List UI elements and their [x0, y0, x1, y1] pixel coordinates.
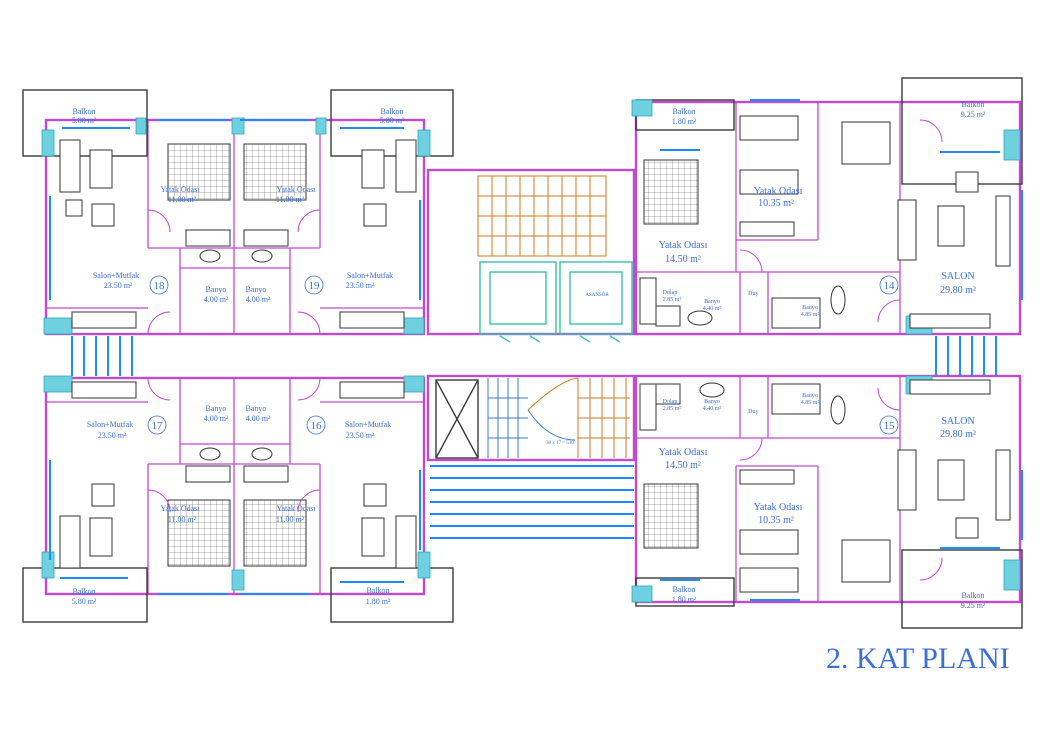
- stair-note: 30 x 17 = 510: [546, 441, 574, 446]
- columns: [41, 99, 1021, 603]
- room-name: Banyo: [206, 404, 227, 413]
- unit-number: 16: [311, 420, 323, 432]
- unit-number: 19: [309, 280, 321, 292]
- unit-14: Balkon 1.80 m² Balkon 9.25 m² Yatak Odas…: [659, 100, 986, 318]
- doors: [147, 119, 943, 581]
- room-area: 9.25 m²: [961, 110, 986, 119]
- room-name: Banyo: [704, 299, 720, 305]
- room-name: Banyo: [246, 404, 267, 413]
- room-area: 9.25 m²: [961, 601, 986, 610]
- room-area: 4.00 m²: [204, 295, 229, 304]
- room-name: Yatak Odası: [659, 447, 708, 458]
- room-area: 1.80 m²: [672, 117, 697, 126]
- room-area: 4.00 m²: [246, 414, 271, 423]
- room-area: 4.40 m²: [703, 406, 722, 412]
- unit-15: Balkon 1.80 m² Balkon 9.25 m² Yatak Odas…: [659, 393, 986, 610]
- room-name: Yatak Odası: [277, 185, 317, 194]
- plan-title: 2. KAT PLANI: [826, 642, 1010, 675]
- room-name: Yatak Odası: [277, 504, 317, 513]
- windows: [49, 99, 1023, 601]
- room-area: 29.80 m²: [940, 429, 976, 440]
- room-area: 11.00 m²: [276, 515, 305, 524]
- room-area: 4.85 m²: [801, 312, 820, 318]
- room-area: 14.50 m²: [665, 254, 701, 265]
- room-area: 10.35 m²: [758, 198, 794, 209]
- unit-19: Balkon 5.80 m² Yatak Odası 11.00 m² Salo…: [246, 107, 405, 304]
- unit-number: 18: [154, 280, 166, 292]
- room-area: 10.35 m²: [758, 515, 794, 526]
- room-area: 14.50 m²: [665, 460, 701, 471]
- room-name: Balkon: [380, 107, 403, 116]
- room-name: Balkon: [72, 107, 95, 116]
- room-area: 29.80 m²: [940, 285, 976, 296]
- unit-18: Balkon 5.80 m² Yatak Odası 11.00 m² Salo…: [72, 107, 229, 304]
- room-area: 5.80 m²: [72, 116, 97, 125]
- room-name: Balkon: [366, 586, 389, 595]
- room-area: 11.00 m²: [168, 515, 197, 524]
- room-name: Yatak Odası: [754, 186, 803, 197]
- room-name: Salon+Mutfak: [93, 271, 139, 280]
- room-area: 5.80 m²: [72, 597, 97, 606]
- room-name: Yatak Odası: [161, 504, 201, 513]
- room-area: 2.85 m²: [663, 297, 682, 303]
- room-name: Balkon: [961, 100, 984, 109]
- room-name: Duş: [748, 291, 758, 297]
- room-area: 4.85 m²: [801, 400, 820, 406]
- unit-number: 17: [152, 420, 164, 432]
- room-name: Banyo: [802, 305, 818, 311]
- elevators: [479, 261, 633, 343]
- room-area: 1.80 m²: [366, 597, 391, 606]
- room-name: Dolap: [663, 290, 678, 296]
- room-area: 23.50 m²: [104, 281, 133, 290]
- room-area: 23.50 m²: [98, 431, 127, 440]
- unit-17: Balkon 5.80 m² Yatak Odası 11.00 m² Salo…: [72, 404, 229, 606]
- room-name: Banyo: [802, 393, 818, 399]
- walls: [44, 100, 1022, 604]
- furniture: [59, 115, 1011, 593]
- room-name: Dolap: [663, 399, 678, 405]
- room-area: 11.00 m²: [276, 195, 305, 204]
- room-area: 5.80 m²: [380, 116, 405, 125]
- room-area: 23.50 m²: [346, 431, 375, 440]
- room-area: 2.85 m²: [663, 406, 682, 412]
- room-name: SALON: [941, 416, 974, 427]
- room-name: Banyo: [704, 399, 720, 405]
- unit-16: Balkon 1.80 m² Yatak Odası 11.00 m² Salo…: [246, 404, 392, 606]
- room-name: Banyo: [246, 285, 267, 294]
- room-area: 11.00 m²: [168, 195, 197, 204]
- unit-number: 14: [884, 280, 896, 292]
- elevator-label: ASANSÖR: [585, 292, 609, 298]
- room-name: Salon+Mutfak: [345, 420, 391, 429]
- room-name: Yatak Odası: [161, 185, 201, 194]
- room-area: 4.40 m²: [703, 306, 722, 312]
- room-name: Yatak Odası: [659, 240, 708, 251]
- room-name: Yatak Odası: [754, 502, 803, 513]
- room-name: Duş: [748, 409, 758, 415]
- bridges: [71, 336, 997, 539]
- room-name: Banyo: [206, 285, 227, 294]
- room-area: 4.00 m²: [246, 295, 271, 304]
- room-name: Balkon: [961, 591, 984, 600]
- room-name: Salon+Mutfak: [347, 271, 393, 280]
- room-name: Balkon: [672, 585, 695, 594]
- room-name: SALON: [941, 271, 974, 282]
- unit-number: 15: [884, 420, 896, 432]
- room-area: 23.50 m²: [346, 281, 375, 290]
- room-area: 4.00 m²: [204, 414, 229, 423]
- room-name: Balkon: [72, 587, 95, 596]
- room-name: Salon+Mutfak: [87, 420, 133, 429]
- room-name: Balkon: [672, 107, 695, 116]
- stairs: [435, 175, 630, 459]
- room-area: 1.80 m²: [672, 595, 697, 604]
